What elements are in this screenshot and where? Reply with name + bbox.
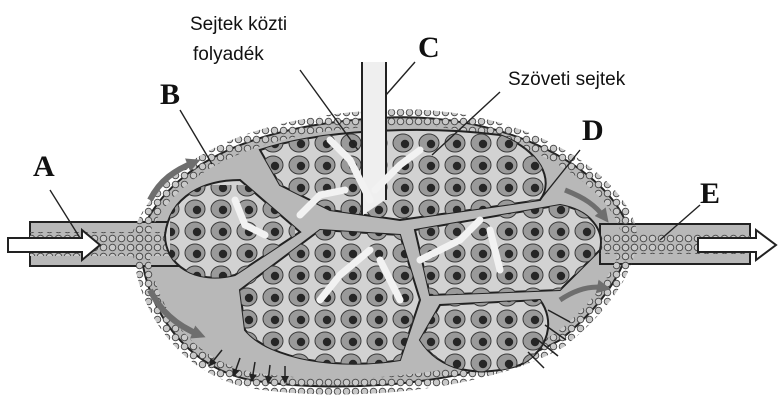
label-interstitial-fluid-line1: Sejtek közti: [190, 14, 287, 35]
label-interstitial-fluid-line2: folyadék: [193, 44, 264, 65]
label-e: E: [700, 177, 720, 210]
label-a: A: [33, 150, 55, 183]
label-c: C: [418, 31, 440, 64]
label-tissue-cells: Szöveti sejtek: [508, 69, 626, 90]
label-d: D: [582, 114, 604, 147]
label-b: B: [160, 78, 180, 111]
